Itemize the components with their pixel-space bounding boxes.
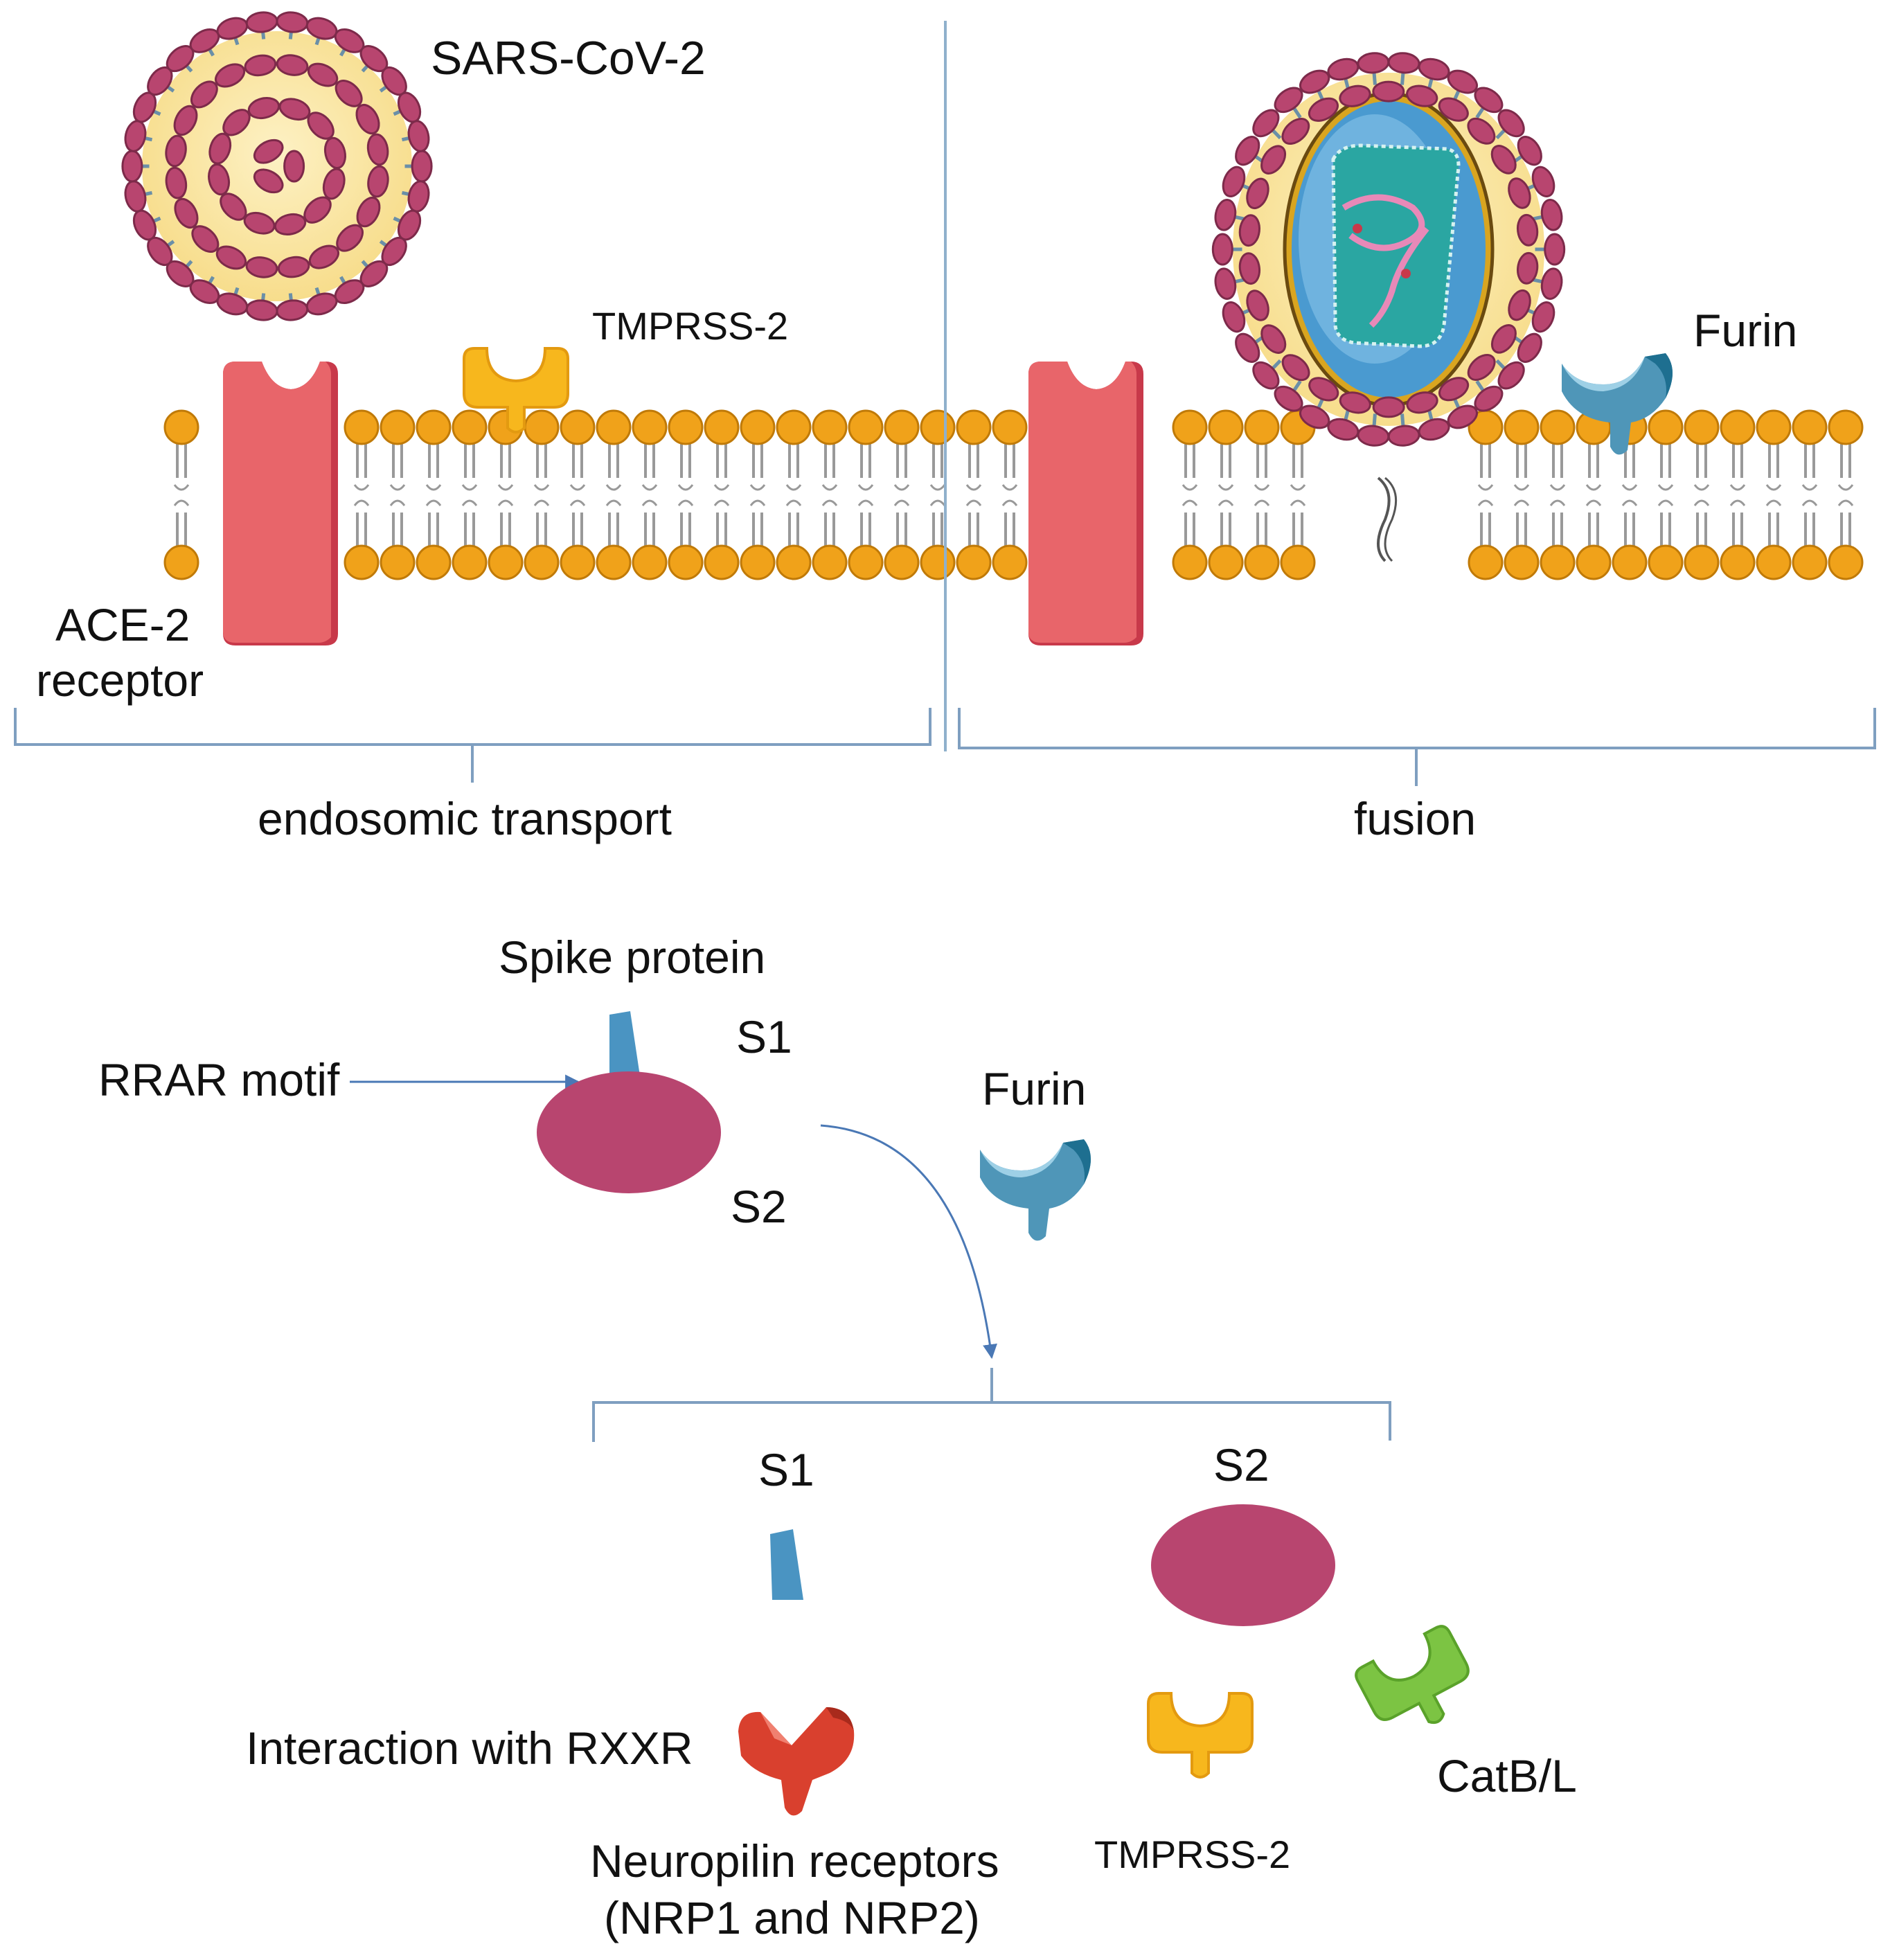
membrane-right-segment [1468, 409, 1864, 580]
fusion-wave-line-2 [1384, 476, 1398, 562]
split-bracket [592, 1368, 1391, 1442]
s1-label-upper: S1 [736, 1011, 792, 1062]
s2-label-upper: S2 [731, 1181, 787, 1232]
furin-label-mid: Furin [982, 1063, 1086, 1114]
s2-label-lower: S2 [1213, 1439, 1269, 1490]
ace2-label-line1: ACE-2 [55, 599, 190, 650]
virus-label: SARS-CoV-2 [431, 32, 706, 84]
ace2-receptor-right [1028, 362, 1143, 645]
fusion-wave-line [1377, 476, 1391, 562]
fusion-label: fusion [1354, 793, 1476, 844]
ace2-label-line2: receptor [36, 654, 204, 706]
endosomic-bracket [14, 708, 931, 783]
membrane-left-segment [163, 409, 1316, 580]
s1-label-lower: S1 [758, 1444, 814, 1495]
s2-subunit-shape-lower [1151, 1504, 1335, 1626]
cell-membrane [163, 409, 1864, 580]
sars-cov-2-virion-left [121, 11, 433, 321]
ace2-receptor-left [223, 362, 338, 645]
tmprss2-enzyme-bottom [1147, 1692, 1254, 1779]
endosomic-transport-label: endosomic transport [258, 793, 672, 844]
rrar-motif-label: RRAR motif [98, 1054, 340, 1105]
s1-subunit-shape-upper [609, 1011, 641, 1082]
s2-subunit-shape-upper [537, 1071, 721, 1193]
spike-protein-label: Spike protein [499, 932, 765, 983]
neuropilin-label-line1: Neuropilin receptors [590, 1835, 999, 1887]
cleavage-arrow [820, 1124, 997, 1360]
furin-enzyme-mid [980, 1139, 1091, 1241]
tmprss2-label-top: TMPRSS-2 [592, 304, 788, 348]
catbl-enzyme [1355, 1625, 1470, 1725]
furin-enzyme-top [1562, 353, 1673, 455]
interaction-rxxr-label: Interaction with RXXR [246, 1722, 693, 1774]
tmprss2-label-bottom: TMPRSS-2 [1094, 1833, 1290, 1876]
sars-cov-2-virion-fusing [1211, 52, 1566, 447]
neuropilin-receptor [738, 1707, 855, 1816]
s1-subunit-shape-lower [770, 1529, 803, 1600]
catbl-label: CatB/L [1437, 1750, 1577, 1801]
furin-label-top: Furin [1693, 305, 1797, 356]
fusion-bracket [958, 708, 1876, 786]
neuropilin-label-line2: (NRP1 and NRP2) [604, 1892, 980, 1943]
tmprss2-enzyme-top [463, 347, 569, 434]
